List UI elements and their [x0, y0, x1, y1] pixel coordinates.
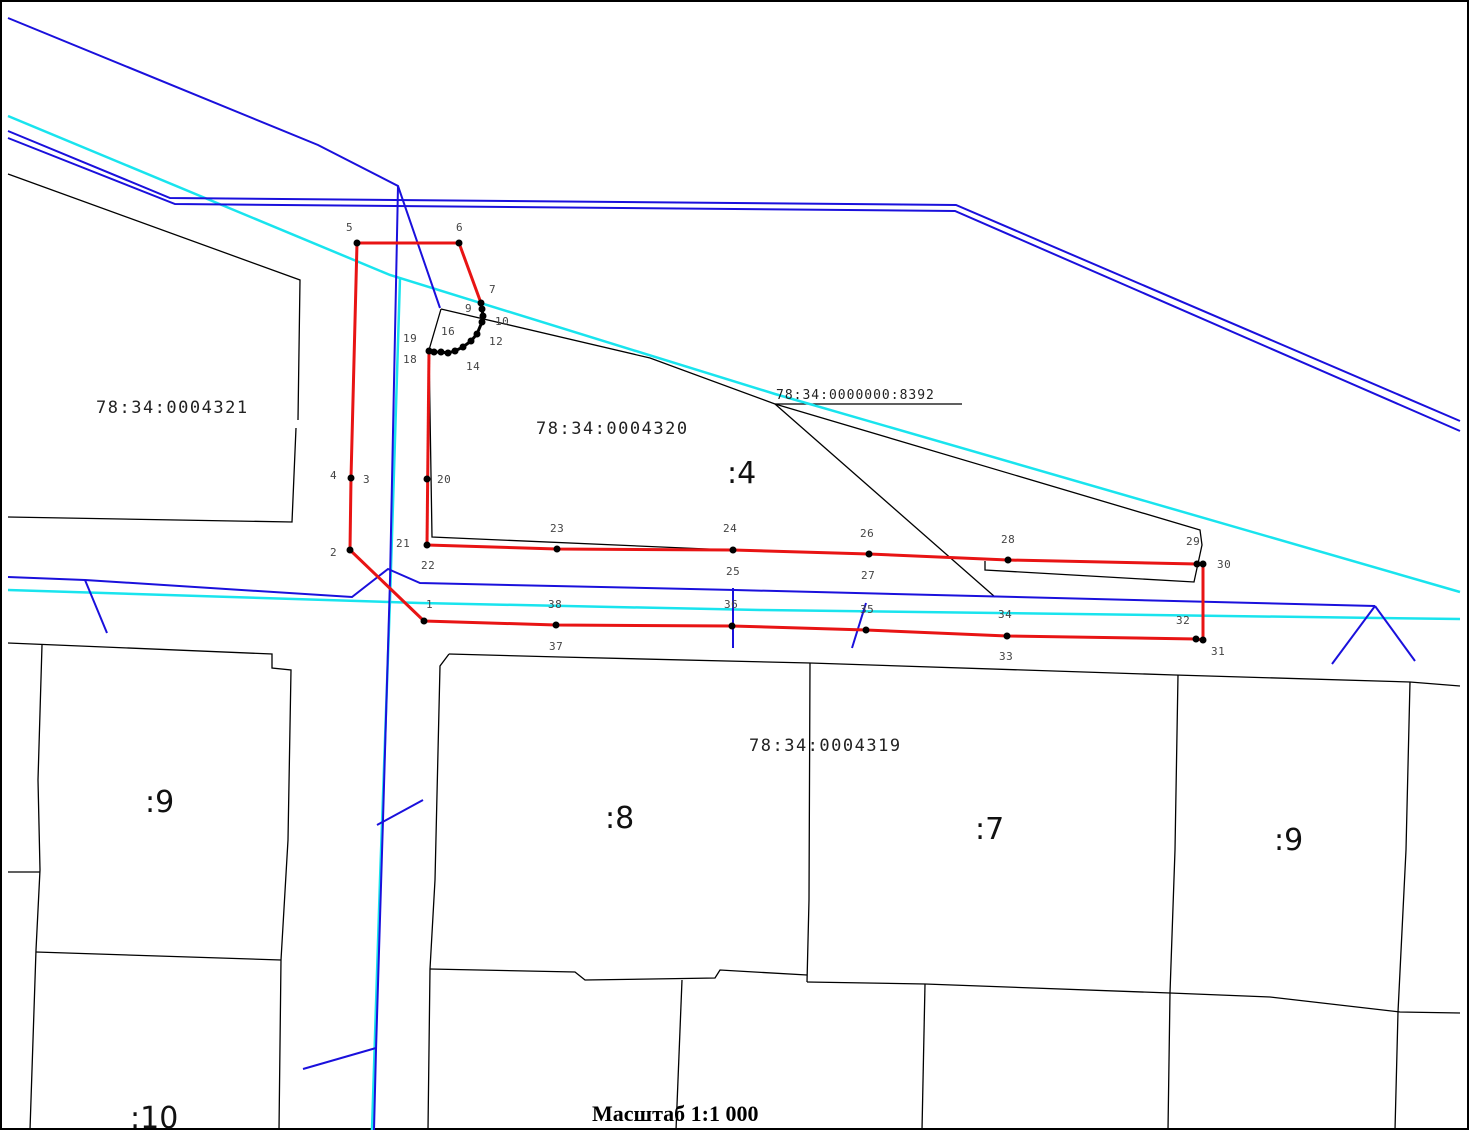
vertex-label: 1 — [426, 598, 433, 611]
vertex-label: 23 — [550, 522, 564, 535]
vertex-label: 20 — [437, 473, 451, 486]
parcel-label-7: :7 — [975, 812, 1004, 847]
parcel-labels: :4 :9 :8 :7 :9 :10 — [130, 456, 1303, 1130]
vertex-label: 7 — [489, 283, 496, 296]
vertex-label: 5 — [346, 221, 353, 234]
cadastral-boundaries — [7, 173, 1461, 1130]
vertex-label: 24 — [723, 522, 737, 535]
vertex-label: 35 — [860, 603, 874, 616]
scale-label: Масштаб 1:1 000 — [592, 1101, 759, 1126]
parcel-label-9-left: :9 — [145, 785, 174, 820]
parcel-label-10: :10 — [130, 1101, 178, 1130]
vertex-label: 33 — [999, 650, 1013, 663]
vertex-label: 27 — [861, 569, 875, 582]
vertex-label: 28 — [1001, 533, 1015, 546]
vertex-label: 21 — [396, 537, 410, 550]
vertex-label: 3 — [363, 473, 370, 486]
vertex-label: 26 — [860, 527, 874, 540]
vertex-label: 4 — [330, 469, 337, 482]
reference-parcel-label: 78:34:0000000:8392 — [776, 388, 935, 403]
quarter-label-4321: 78:34:0004321 — [96, 398, 249, 418]
vertex-label: 31 — [1211, 645, 1225, 658]
vertex-label: 34 — [998, 608, 1012, 621]
vertex-label: 9 — [465, 302, 472, 315]
quarter-labels: 78:34:0004321 78:34:0004320 78:34:000431… — [96, 388, 935, 756]
vertex-label: 30 — [1217, 558, 1231, 571]
vertex-label: 2 — [330, 546, 337, 559]
vertex-label: 16 — [441, 325, 455, 338]
vertex-label: 32 — [1176, 614, 1190, 627]
vertex-label: 19 — [403, 332, 417, 345]
vertex-label: 6 — [456, 221, 463, 234]
vertex-label: 14 — [466, 360, 480, 373]
parcel-label-9-right: :9 — [1274, 823, 1303, 858]
vertex-label: 12 — [489, 335, 503, 348]
vertex-label: 36 — [724, 598, 738, 611]
vertex-label: 29 — [1186, 535, 1200, 548]
blue-lines — [7, 17, 1461, 1130]
vertex-label: 37 — [549, 640, 563, 653]
vertex-label: 38 — [548, 598, 562, 611]
quarter-label-4320: 78:34:0004320 — [536, 419, 689, 439]
vertex-points — [346, 239, 1207, 644]
quarter-label-4319: 78:34:0004319 — [749, 736, 902, 756]
parcel-label-4: :4 — [727, 456, 756, 491]
vertex-label: 25 — [726, 565, 740, 578]
vertex-labels: 1 2 3 4 5 6 7 9 10 12 14 16 18 19 20 21 … — [330, 221, 1231, 663]
vertex-label: 22 — [421, 559, 435, 572]
vertex-label: 18 — [403, 353, 417, 366]
vertex-label: 10 — [495, 315, 509, 328]
parcel-label-8: :8 — [605, 801, 634, 836]
